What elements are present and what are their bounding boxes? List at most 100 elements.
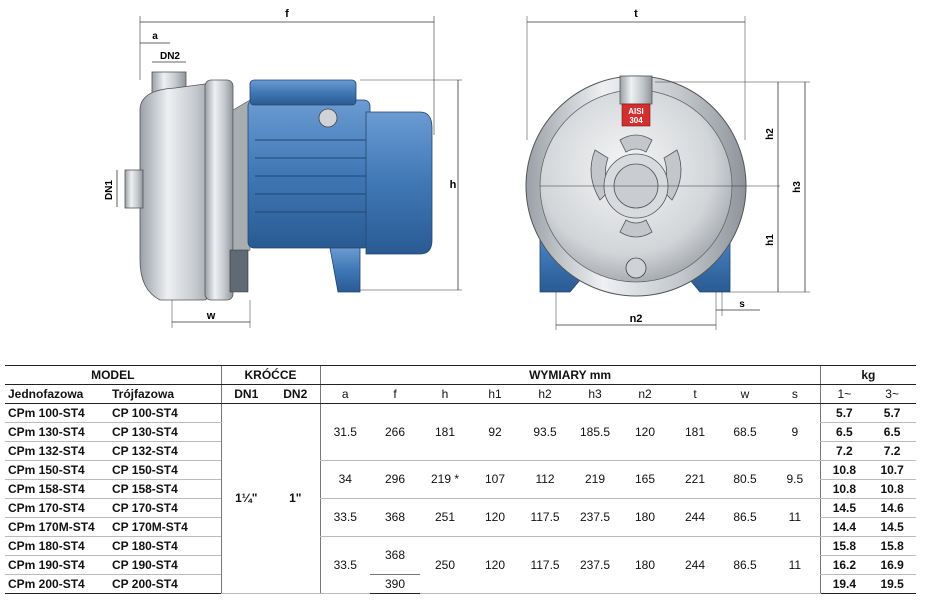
kg-3: 5.7 xyxy=(868,403,917,423)
kg-3: 16.9 xyxy=(868,555,917,575)
model-jedno: CPm 170M-ST4 xyxy=(5,517,109,537)
kg-3: 7.2 xyxy=(868,441,917,461)
header-model: MODEL xyxy=(5,365,221,385)
dim-f: 368 xyxy=(370,498,421,537)
plate-line2: 304 xyxy=(629,116,643,125)
kg-1: 5.7 xyxy=(819,403,869,423)
table-row: CPm 190-ST4 CP 190-ST4 16.2 16.9 xyxy=(5,555,917,575)
dim-n2: 180 xyxy=(620,536,671,594)
table-row: CPm 158-ST4 CP 158-ST4 10.8 10.8 xyxy=(5,479,917,499)
dim-w-label: w xyxy=(206,310,216,322)
kg-1: 16.2 xyxy=(819,555,869,575)
kg-3: 14.6 xyxy=(868,498,917,518)
dn1-value: 1¼" xyxy=(220,403,271,594)
side-view: f a DN2 DN1 xyxy=(104,8,462,328)
kg-1: 10.8 xyxy=(819,479,869,499)
dim-f: 296 xyxy=(370,460,421,499)
dim-w: 68.5 xyxy=(720,403,771,461)
dim-w: 80.5 xyxy=(720,460,771,499)
front-view: t AISI 304 h2 h1 h3 xyxy=(525,8,810,330)
table-row: CPm 200-ST4 CP 200-ST4 390 19.4 19.5 xyxy=(5,574,917,594)
kg-1: 10.8 xyxy=(819,460,869,480)
table-row: CPm 132-ST4 CP 132-ST4 7.2 7.2 xyxy=(5,441,917,461)
model-jedno: CPm 100-ST4 xyxy=(5,403,109,423)
dim-h3: 185.5 xyxy=(570,403,621,461)
model-troj: CP 132-ST4 xyxy=(109,441,221,461)
model-troj: CP 200-ST4 xyxy=(109,574,221,594)
dim-n2-label: n2 xyxy=(630,313,643,325)
kg-3: 15.8 xyxy=(868,536,917,556)
dim-t-label: t xyxy=(634,8,638,20)
kg-3: 10.8 xyxy=(868,479,917,499)
model-jedno: CPm 158-ST4 xyxy=(5,479,109,499)
kg-3: 14.5 xyxy=(868,517,917,537)
table-row: CPm 130-ST4 CP 130-ST4 6.5 6.5 xyxy=(5,422,917,442)
dim-h: 250 xyxy=(420,536,471,594)
dim-h1: 120 xyxy=(470,498,521,537)
header-col-h1: h1 xyxy=(470,384,521,404)
header-krocce: KRÓĆCE xyxy=(220,365,321,385)
model-troj: CP 130-ST4 xyxy=(109,422,221,442)
model-jedno: CPm 130-ST4 xyxy=(5,422,109,442)
table-row: CPm 150-ST4 CP 150-ST4 34 296 219 * 107 … xyxy=(5,460,917,499)
dim-h: 251 xyxy=(420,498,471,537)
dim-h: 181 xyxy=(420,403,471,461)
model-jedno: CPm 170-ST4 xyxy=(5,498,109,518)
dim-f: 390 xyxy=(370,574,421,594)
dim-a-label: a xyxy=(152,31,158,42)
header-jednofazowa: Jednofazowa xyxy=(5,384,109,404)
dim-f: 368 xyxy=(370,536,421,575)
dim-h2: 93.5 xyxy=(520,403,571,461)
dim-s-label: s xyxy=(739,299,745,310)
kg-1: 6.5 xyxy=(819,422,869,442)
kg-3: 10.7 xyxy=(868,460,917,480)
dim-h2: 112 xyxy=(520,460,571,499)
dim-h1-label: h1 xyxy=(765,234,776,246)
dim-w: 86.5 xyxy=(720,536,771,594)
dim-s: 11 xyxy=(770,536,821,594)
dim-n2: 180 xyxy=(620,498,671,537)
header-kg1: 1~ xyxy=(819,384,869,404)
dim-t: 181 xyxy=(670,403,721,461)
model-jedno: CPm 132-ST4 xyxy=(5,441,109,461)
dim-a: 31.5 xyxy=(319,403,371,461)
dim-a: 33.5 xyxy=(319,498,371,537)
kg-1: 14.4 xyxy=(819,517,869,537)
header-dn1: DN1 xyxy=(220,384,271,404)
dim-a: 33.5 xyxy=(319,536,371,594)
model-jedno: CPm 150-ST4 xyxy=(5,460,109,480)
dim-w: 86.5 xyxy=(720,498,771,537)
dim-h2-label: h2 xyxy=(765,128,776,140)
table-row: CPm 100-ST4 CP 100-ST4 1¼" 1" 31.5 266 1… xyxy=(5,403,917,594)
header-col-n2: n2 xyxy=(620,384,671,404)
kg-1: 19.4 xyxy=(819,574,869,594)
dn2-value: 1" xyxy=(271,403,321,594)
dim-h-label: h xyxy=(450,179,457,191)
dim-h3-label: h3 xyxy=(792,181,803,193)
model-troj: CP 100-ST4 xyxy=(109,403,221,423)
dim-f-label: f xyxy=(285,8,289,20)
model-jedno: CPm 190-ST4 xyxy=(5,555,109,575)
dim-h: 219 * xyxy=(420,460,471,499)
spec-table: MODEL KRÓĆCE WYMIARY mm kg Jednofazowa T… xyxy=(5,365,917,594)
kg-1: 15.8 xyxy=(819,536,869,556)
dim-dn2-label: DN2 xyxy=(160,51,180,62)
header-wymiary: WYMIARY mm xyxy=(319,365,821,385)
model-troj: CP 150-ST4 xyxy=(109,460,221,480)
table-row: CPm 170-ST4 CP 170-ST4 33.5 368 251 120 … xyxy=(5,498,917,537)
dim-a: 34 xyxy=(319,460,371,499)
model-troj: CP 170M-ST4 xyxy=(109,517,221,537)
header-col-h: h xyxy=(420,384,471,404)
dim-h1: 107 xyxy=(470,460,521,499)
kg-3: 19.5 xyxy=(868,574,917,594)
header-kg3: 3~ xyxy=(868,384,917,404)
dim-h2: 117.5 xyxy=(520,498,571,537)
dim-h1: 120 xyxy=(470,536,521,594)
dim-h2: 117.5 xyxy=(520,536,571,594)
dim-h3: 237.5 xyxy=(570,536,621,594)
plate-line1: AISI xyxy=(628,107,644,116)
dim-n2: 165 xyxy=(620,460,671,499)
dim-n2: 120 xyxy=(620,403,671,461)
model-troj: CP 190-ST4 xyxy=(109,555,221,575)
header-col-h3: h3 xyxy=(570,384,621,404)
